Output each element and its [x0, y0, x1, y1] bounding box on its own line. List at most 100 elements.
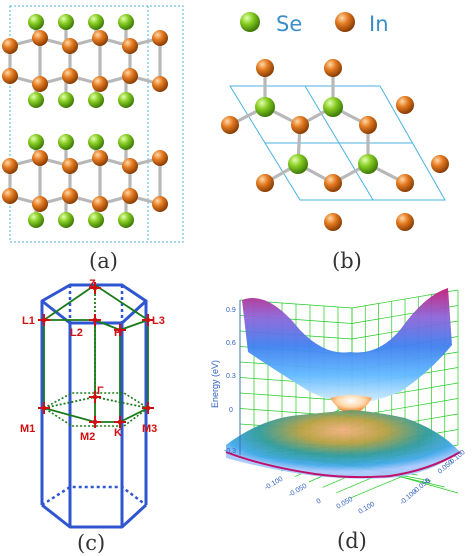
legend-in-label: In: [369, 12, 389, 36]
label-m1: M1: [20, 423, 35, 435]
se-atom: [58, 14, 74, 30]
se-atom: [28, 92, 44, 108]
se-atom: [88, 92, 104, 108]
bz-high-symmetry-path: [43, 284, 149, 423]
caption-c: (c): [77, 531, 105, 555]
label-l2: L2: [70, 327, 83, 339]
in-atom: [256, 174, 274, 192]
panel-b-crystal-top-view: Se In (b): [221, 12, 449, 273]
se-atom: [323, 97, 343, 117]
in-atom: [152, 150, 168, 166]
in-atom: [359, 116, 377, 134]
legend-in-marker: [335, 12, 355, 32]
in-atom: [62, 38, 78, 54]
kx-tick-0: -0.100: [264, 476, 285, 492]
panel-d-band-surface: 0.9 0.6 0.3 0 -0.3 Energy (eV) -0.100 -0…: [210, 288, 467, 553]
legend-se-marker: [240, 12, 260, 32]
label-h: H: [114, 327, 122, 339]
bz-point-marker: [89, 282, 101, 294]
lower-band-rim: [225, 451, 461, 479]
se-atom: [88, 212, 104, 228]
label-m2: M2: [80, 431, 95, 443]
in-atom: [2, 188, 18, 204]
in-atom: [396, 213, 414, 231]
in-atom: [324, 213, 342, 231]
bz-point-marker: [89, 314, 101, 326]
bz-point-marker: [114, 416, 126, 428]
lower-band-surface: [226, 410, 460, 479]
bonds-b: [228, 66, 407, 185]
bz-point-marker: [89, 391, 101, 403]
label-m3: M3: [142, 423, 157, 435]
panel-a-crystal-side-view: (a): [2, 5, 184, 273]
bonds-a: [8, 20, 162, 222]
label-gamma: Γ: [97, 385, 104, 397]
in-atom: [396, 96, 414, 114]
se-atom: [118, 14, 134, 30]
se-atom: [88, 134, 104, 150]
se-atom: [28, 134, 44, 150]
in-atom: [256, 59, 274, 77]
se-atom: [58, 92, 74, 108]
in-atom: [324, 174, 342, 192]
in-atom: [122, 38, 138, 54]
se-atom: [118, 212, 134, 228]
se-atom: [28, 14, 44, 30]
se-atom: [58, 134, 74, 150]
se-atom: [255, 97, 275, 117]
in-atom: [62, 188, 78, 204]
energy-axis: 0.9 0.6 0.3 0 -0.3 Energy (eV): [210, 300, 241, 455]
in-atom: [152, 196, 168, 212]
in-atom: [92, 196, 108, 212]
in-atom: [122, 158, 138, 174]
se-atom: [28, 212, 44, 228]
in-atom: [62, 68, 78, 84]
se-atom: [88, 14, 104, 30]
in-atom: [32, 76, 48, 92]
bz-point-marker: [89, 416, 101, 428]
bz-points: [38, 282, 154, 428]
in-atom: [152, 30, 168, 46]
se-atom: [118, 92, 134, 108]
ytick-0.9: 0.9: [226, 307, 236, 314]
ytick-0.3: 0.3: [226, 373, 236, 380]
in-atom: [92, 150, 108, 166]
in-atom: [92, 76, 108, 92]
in-atom: [62, 158, 78, 174]
bz-point-marker: [38, 314, 50, 326]
in-atom: [291, 116, 309, 134]
bz-point-marker: [142, 402, 154, 414]
bz-dashed-edges: [41, 285, 147, 507]
upper-band-surface: [242, 288, 452, 404]
label-l1: L1: [22, 315, 35, 327]
caption-b: (b): [332, 249, 362, 273]
in-atom: [122, 188, 138, 204]
kx-tick-3: 0.050: [336, 496, 355, 511]
in-atom: [2, 158, 18, 174]
in-atom: [32, 196, 48, 212]
kx-tick-4: 0.100: [358, 501, 377, 516]
in-atom: [122, 68, 138, 84]
atoms-b: [221, 59, 449, 231]
bz-point-marker: [38, 402, 50, 414]
se-atom: [288, 154, 308, 174]
atoms-a: [2, 14, 168, 228]
energy-axis-label: Energy (eV): [210, 360, 220, 408]
ky-tick-2: 0: [425, 478, 433, 486]
in-atom: [92, 30, 108, 46]
kx-tick-1: -0.050: [288, 483, 309, 499]
unit-cell-rhombus: [229, 85, 446, 201]
ytick-0.6: 0.6: [226, 340, 236, 347]
ytick-0: 0: [229, 407, 233, 414]
kx-tick-2: 0: [316, 498, 323, 506]
in-atom: [152, 76, 168, 92]
se-atom: [358, 154, 378, 174]
se-atom: [118, 134, 134, 150]
caption-a: (a): [89, 249, 118, 273]
bz-point-marker: [142, 314, 154, 326]
unit-cell-box: [9, 5, 184, 243]
legend-se-label: Se: [276, 12, 302, 36]
label-k: K: [114, 427, 122, 439]
panel-c-brillouin-zone: Z L1 L2 H L3 Γ M1 M2 K M3 (c): [20, 278, 165, 555]
